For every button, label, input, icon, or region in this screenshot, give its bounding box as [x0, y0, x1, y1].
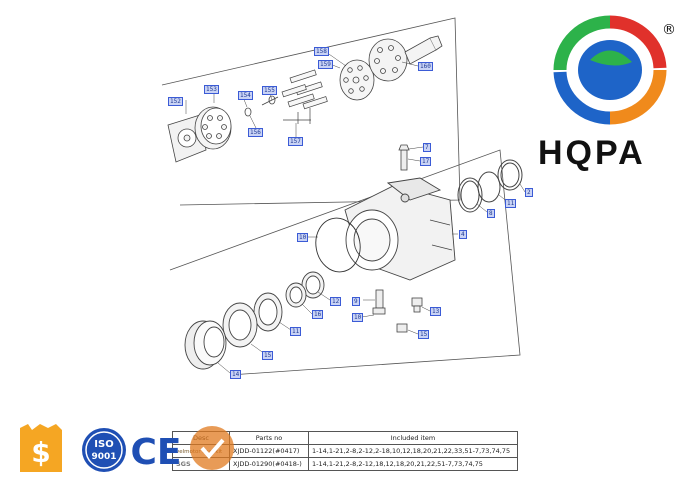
swash-plate-shaft: [368, 35, 443, 82]
upper-plane-outline: [161, 17, 461, 206]
spring-washer: [244, 95, 279, 117]
callout-label: 10: [352, 313, 364, 322]
callout-label: 2: [525, 188, 533, 197]
dollar-badge-icon: $: [20, 424, 62, 472]
ce-label: CE: [130, 432, 181, 473]
front-seals: [222, 271, 325, 348]
hqpa-logo-icon: [553, 15, 667, 125]
callout-label: 8: [487, 209, 495, 218]
callout-label: 12: [330, 297, 342, 306]
sgs-badge-icon: [190, 426, 234, 470]
table-row: velmotor seal kit XJDD-01122(#0417) 1-14…: [172, 444, 518, 458]
iso-badge-icon: ISO 9001: [82, 428, 126, 472]
callout-label: 155: [262, 86, 277, 95]
callout-label: 17: [420, 157, 432, 166]
leader-lines: [185, 51, 526, 374]
table-cell: 1-14,1-21,2-8,2-12,18,12,18,20,21,22,51-…: [308, 457, 518, 471]
certification-badges: $ ISO 9001 CE: [20, 424, 234, 473]
housing-bolt: [398, 144, 410, 171]
tapered-bearing: [184, 320, 227, 370]
registered-mark: ®: [662, 22, 676, 38]
table-row: SGS XJDD-01290(#0418-) 1-14,1-21,2-8,2-1…: [172, 457, 518, 471]
callout-label: 154: [238, 91, 253, 100]
callout-label: 7: [423, 143, 431, 152]
rear-rings: [457, 159, 523, 213]
callout-label: 160: [418, 62, 433, 71]
callout-label: 16: [312, 310, 324, 319]
callout-label: 11: [290, 327, 302, 336]
ce-badge-icon: CE: [130, 432, 181, 473]
callout-label: 153: [204, 85, 219, 94]
callout-label: 157: [288, 137, 303, 146]
table-cell: 1-14,1-21,2-8,2-12,2-18,10,12,18,20,21,2…: [308, 444, 518, 458]
iso-number: 9001: [91, 452, 116, 462]
table-header-included-item: Included item: [308, 431, 518, 445]
callout-label: 9: [352, 297, 360, 306]
callout-label: 159: [318, 60, 333, 69]
iso-label: ISO: [94, 439, 113, 450]
small-plugs: [372, 289, 423, 333]
callout-label: 10: [297, 233, 309, 242]
pistons: [281, 69, 328, 124]
callout-label: 13: [430, 307, 442, 316]
callout-label: 15: [418, 330, 430, 339]
lower-plane-outline: [169, 149, 521, 376]
callout-label: 11: [505, 199, 517, 208]
dollar-label: $: [31, 436, 50, 469]
callout-label: 14: [230, 370, 242, 379]
callout-label: 158: [314, 47, 329, 56]
callout-label: 15: [262, 351, 274, 360]
brand-name: HQPA: [538, 134, 646, 172]
retainer-plate: [339, 59, 375, 101]
large-oring: [315, 217, 361, 273]
overlay-text: SGS: [176, 460, 191, 468]
cylinder-block: [194, 106, 232, 150]
callout-label: 4: [459, 230, 467, 239]
callout-label: 156: [248, 128, 263, 137]
callout-label: 152: [168, 97, 183, 106]
motor-housing: [344, 177, 456, 281]
